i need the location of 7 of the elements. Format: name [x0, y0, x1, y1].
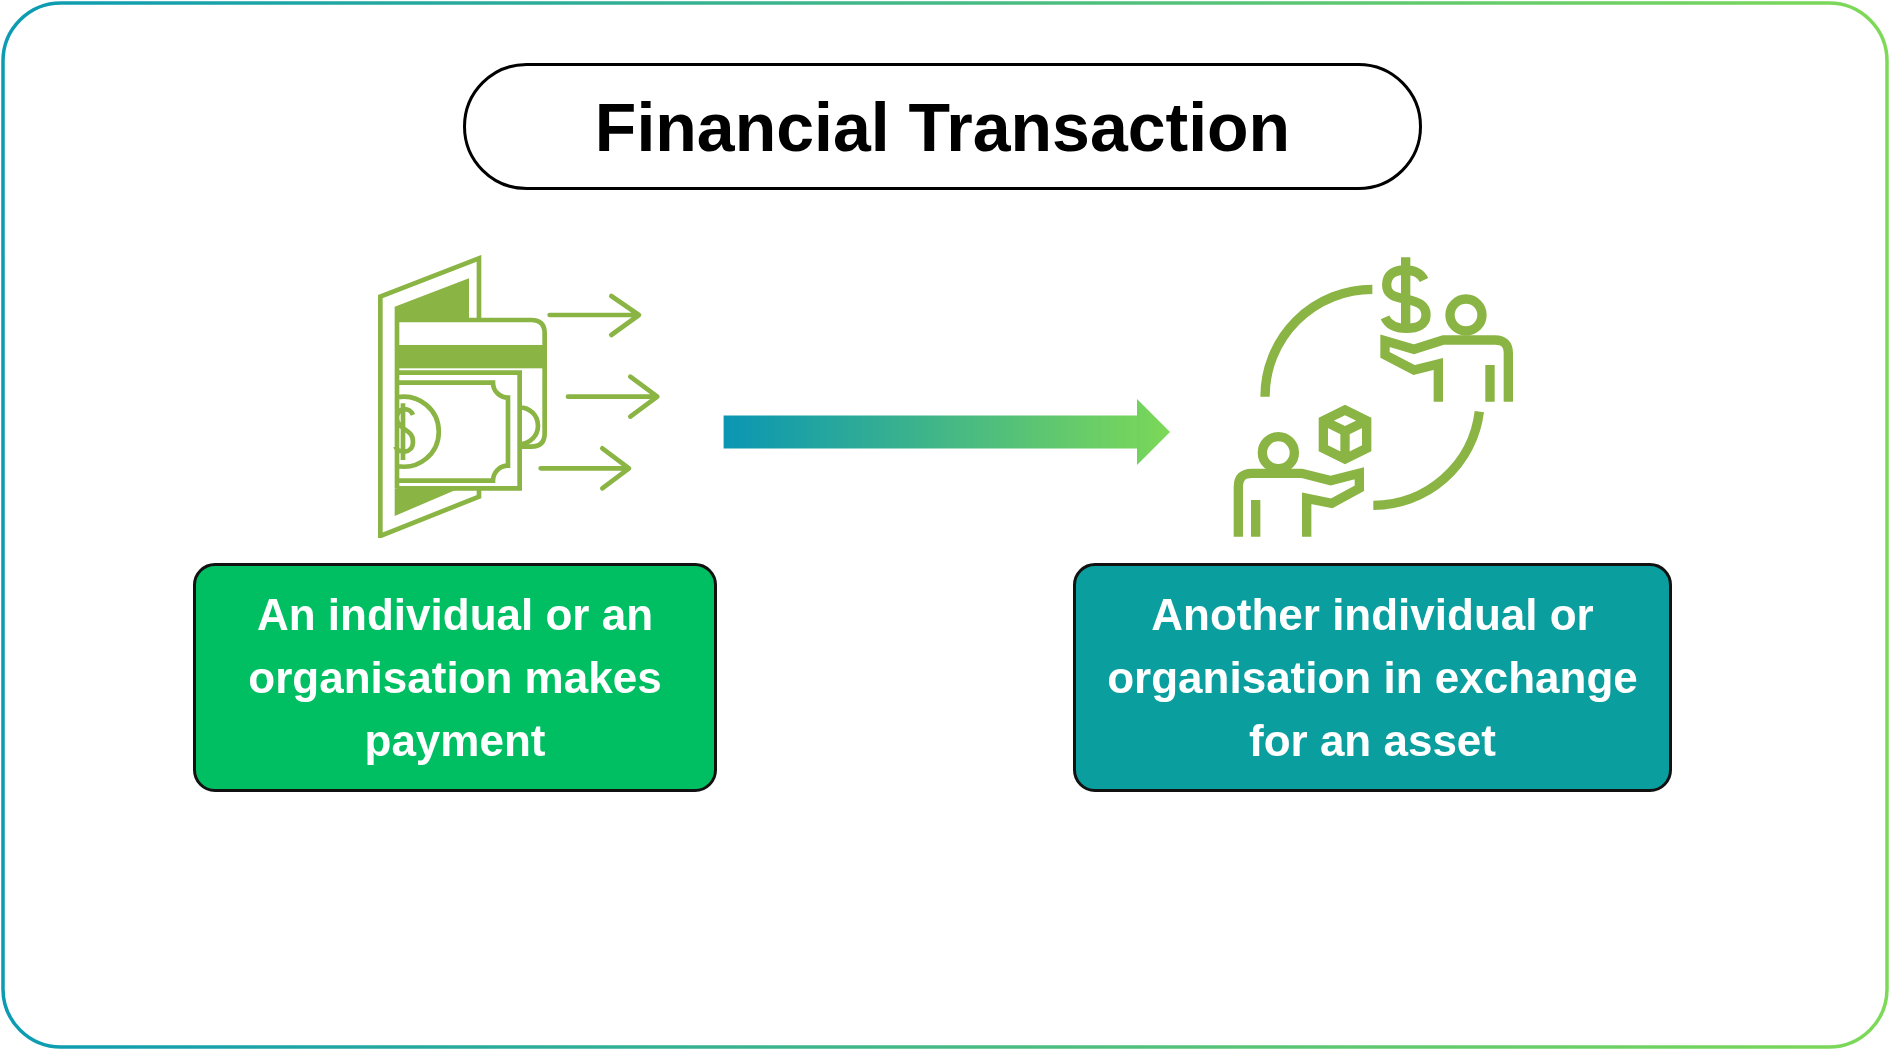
process-box: [1073, 563, 1672, 792]
description-text: An individual or an organisation makes payment: [247, 589, 663, 767]
arrow: [723, 399, 1170, 465]
wallet-cash-icon: [378, 255, 662, 539]
title-text: Financial Transaction: [594, 87, 1291, 167]
process-box: [193, 563, 717, 792]
description-text: Another individual or organisation in exchange for an asset: [1106, 589, 1639, 767]
